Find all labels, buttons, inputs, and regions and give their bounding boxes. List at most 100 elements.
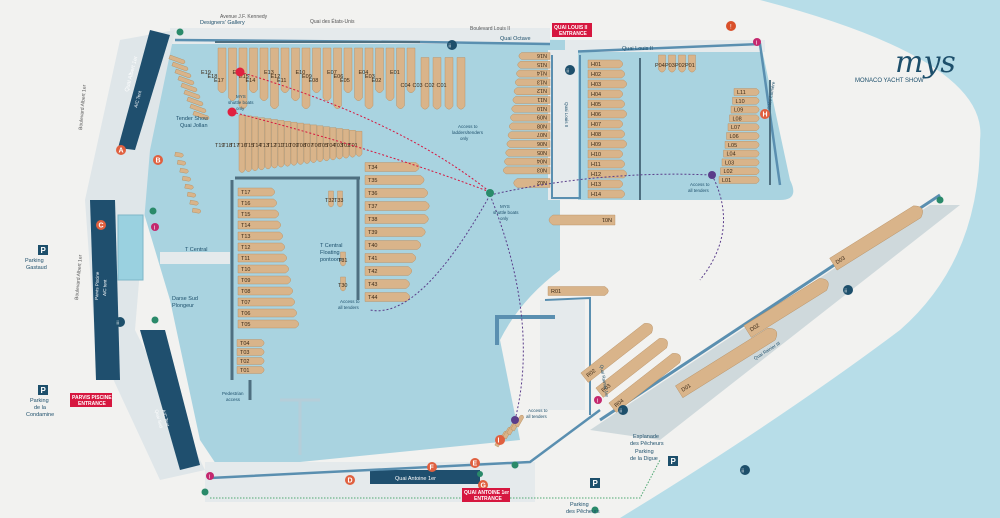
- yacht-berth[interactable]: T09: [289, 123, 311, 164]
- yacht-berth[interactable]: [189, 199, 199, 206]
- yacht-berth[interactable]: T05: [237, 319, 299, 329]
- yacht-berth[interactable]: H06: [587, 109, 627, 119]
- yacht-berth[interactable]: E02: [372, 47, 405, 109]
- yacht-berth[interactable]: T04: [326, 128, 343, 160]
- yacht-berth[interactable]: [176, 159, 187, 166]
- yacht-berth[interactable]: L01: [718, 176, 760, 185]
- yacht-berth[interactable]: R01: [547, 286, 609, 296]
- yacht-berth[interactable]: T30: [338, 276, 347, 292]
- yacht-berth[interactable]: H09: [587, 139, 627, 149]
- yacht-berth[interactable]: T04: [236, 339, 265, 348]
- yacht-berth[interactable]: E09: [302, 47, 332, 101]
- yacht-berth[interactable]: N08: [509, 122, 551, 131]
- shuttle-hub[interactable]: [486, 189, 494, 197]
- yacht-berth[interactable]: P03: [665, 54, 676, 73]
- yacht-berth[interactable]: T41: [364, 253, 417, 263]
- yacht-berth[interactable]: L08: [729, 114, 760, 123]
- yacht-berth[interactable]: T03: [333, 129, 350, 159]
- yacht-berth[interactable]: [181, 175, 192, 182]
- yacht-berth[interactable]: T11: [274, 122, 298, 166]
- yacht-berth[interactable]: T17: [237, 187, 275, 197]
- yacht-berth[interactable]: D01: [675, 325, 779, 399]
- yacht-berth[interactable]: T37: [364, 201, 430, 211]
- yacht-berth[interactable]: [186, 96, 204, 107]
- yacht-berth[interactable]: E03: [365, 47, 395, 101]
- yacht-berth[interactable]: L09: [730, 105, 760, 114]
- info-icon[interactable]: i: [594, 396, 602, 405]
- yacht-berth[interactable]: T14: [252, 119, 278, 169]
- yacht-berth[interactable]: T44: [364, 292, 411, 302]
- yacht-berth[interactable]: T01: [236, 366, 265, 375]
- yacht-berth[interactable]: N03: [503, 166, 551, 175]
- yacht-berth[interactable]: [168, 54, 186, 65]
- yacht-berth[interactable]: [174, 68, 192, 79]
- yacht-berth[interactable]: [514, 414, 525, 428]
- yacht-berth[interactable]: T15: [237, 209, 279, 219]
- zone-marker-e[interactable]: E: [470, 458, 480, 468]
- yacht-berth[interactable]: L11: [733, 88, 760, 97]
- yacht-berth[interactable]: [186, 191, 197, 198]
- yacht-berth[interactable]: N07: [507, 131, 551, 139]
- yacht-berth[interactable]: H13: [587, 179, 623, 189]
- yacht-berth[interactable]: N05: [505, 149, 551, 157]
- yacht-berth[interactable]: T11: [237, 253, 287, 263]
- yacht-berth[interactable]: T19: [215, 114, 246, 173]
- yacht-berth[interactable]: [177, 75, 195, 86]
- yacht-berth[interactable]: T43: [364, 279, 410, 289]
- zone-marker-b[interactable]: B: [153, 155, 163, 165]
- yacht-berth[interactable]: T13: [259, 120, 285, 168]
- yacht-berth[interactable]: T31: [338, 251, 347, 267]
- yacht-berth[interactable]: D02: [743, 276, 831, 338]
- yacht-berth[interactable]: T03: [236, 348, 265, 357]
- zone-marker-a[interactable]: A: [116, 145, 126, 155]
- yacht-berth[interactable]: [189, 103, 207, 114]
- yacht-berth[interactable]: E04: [359, 47, 384, 93]
- yacht-berth[interactable]: T36: [364, 188, 429, 198]
- yacht-berth[interactable]: [180, 82, 198, 93]
- yacht-berth[interactable]: H12: [587, 169, 627, 179]
- yacht-berth[interactable]: L06: [726, 132, 760, 141]
- yacht-berth[interactable]: H07: [587, 119, 623, 129]
- yacht-berth[interactable]: P01: [685, 54, 696, 73]
- entrance-quai-antoine[interactable]: QUAI ANTOINE 1er ENTRANCE: [462, 488, 510, 502]
- yacht-berth[interactable]: T12: [267, 121, 291, 167]
- yacht-berth[interactable]: N06: [506, 140, 551, 148]
- yacht-berth[interactable]: T12: [237, 242, 285, 252]
- yacht-berth[interactable]: E12: [271, 47, 300, 101]
- yacht-berth[interactable]: H02: [587, 69, 625, 79]
- yacht-berth[interactable]: [184, 183, 194, 190]
- shuttle-stop-2[interactable]: [227, 107, 237, 117]
- yacht-berth[interactable]: N15: [517, 61, 551, 69]
- yacht-berth[interactable]: E17: [214, 47, 248, 109]
- yacht-berth[interactable]: T10: [237, 264, 289, 274]
- yacht-berth[interactable]: T10: [282, 122, 304, 165]
- yacht-berth[interactable]: T06: [311, 126, 330, 162]
- yacht-berth[interactable]: T33: [334, 190, 343, 208]
- zone-marker-d[interactable]: D: [345, 475, 355, 485]
- yacht-berth[interactable]: H14: [587, 189, 625, 199]
- yacht-berth[interactable]: T39: [364, 227, 426, 237]
- tender-stop-1[interactable]: [708, 171, 716, 179]
- yacht-berth[interactable]: N12: [513, 87, 551, 95]
- entrance-parvis-piscine[interactable]: PARVIS PISCINE ENTRANCE: [70, 393, 112, 407]
- yacht-berth[interactable]: T13: [237, 231, 283, 241]
- tender-stop-2[interactable]: [511, 416, 519, 424]
- yacht-berth[interactable]: L05: [724, 141, 760, 149]
- yacht-berth[interactable]: H11: [587, 159, 625, 169]
- zone-marker-i[interactable]: I: [495, 435, 505, 445]
- yacht-berth[interactable]: T07: [237, 297, 295, 307]
- yacht-berth[interactable]: E19: [201, 47, 227, 93]
- yacht-berth[interactable]: E07: [327, 47, 353, 93]
- yacht-berth[interactable]: T16: [237, 117, 265, 171]
- yacht-berth[interactable]: H01: [587, 59, 623, 69]
- yacht-berth[interactable]: E11: [277, 47, 311, 109]
- yacht-berth[interactable]: N10: [511, 105, 551, 113]
- yacht-berth[interactable]: N09: [510, 114, 551, 122]
- yacht-berth[interactable]: P02: [675, 54, 686, 73]
- zone-marker-f[interactable]: F: [427, 462, 437, 472]
- shuttle-stop-1[interactable]: [235, 67, 245, 77]
- yacht-berth[interactable]: T35: [364, 175, 425, 185]
- zone-marker-c[interactable]: C: [96, 220, 106, 230]
- yacht-berth[interactable]: H04: [587, 89, 623, 99]
- yacht-berth[interactable]: T17: [230, 116, 259, 171]
